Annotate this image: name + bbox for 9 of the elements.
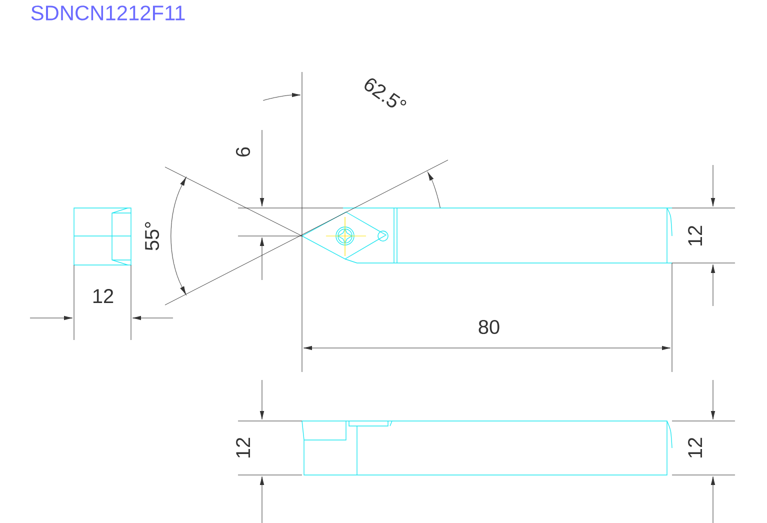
dimension-label: 80 bbox=[478, 320, 500, 334]
dimension-label: 12 bbox=[688, 226, 702, 246]
title: SDNCN1212F11 bbox=[31, 6, 185, 20]
dimension-label: 62.5° bbox=[364, 78, 406, 108]
dimension-label: 55° bbox=[144, 222, 160, 250]
dimension-label: 12 bbox=[688, 438, 702, 458]
dimension-label: 12 bbox=[236, 438, 250, 458]
dimension-label: 12 bbox=[93, 289, 114, 303]
dimension-label: 6 bbox=[236, 147, 250, 157]
